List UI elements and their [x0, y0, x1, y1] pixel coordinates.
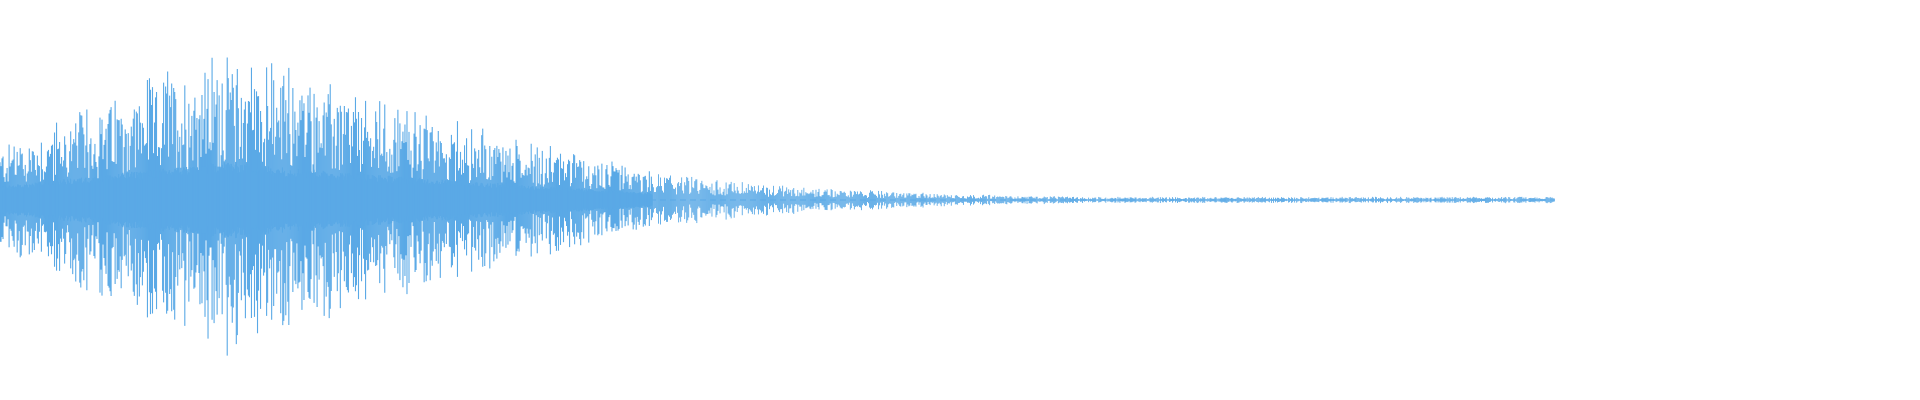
waveform-bars: [0, 57, 1555, 356]
